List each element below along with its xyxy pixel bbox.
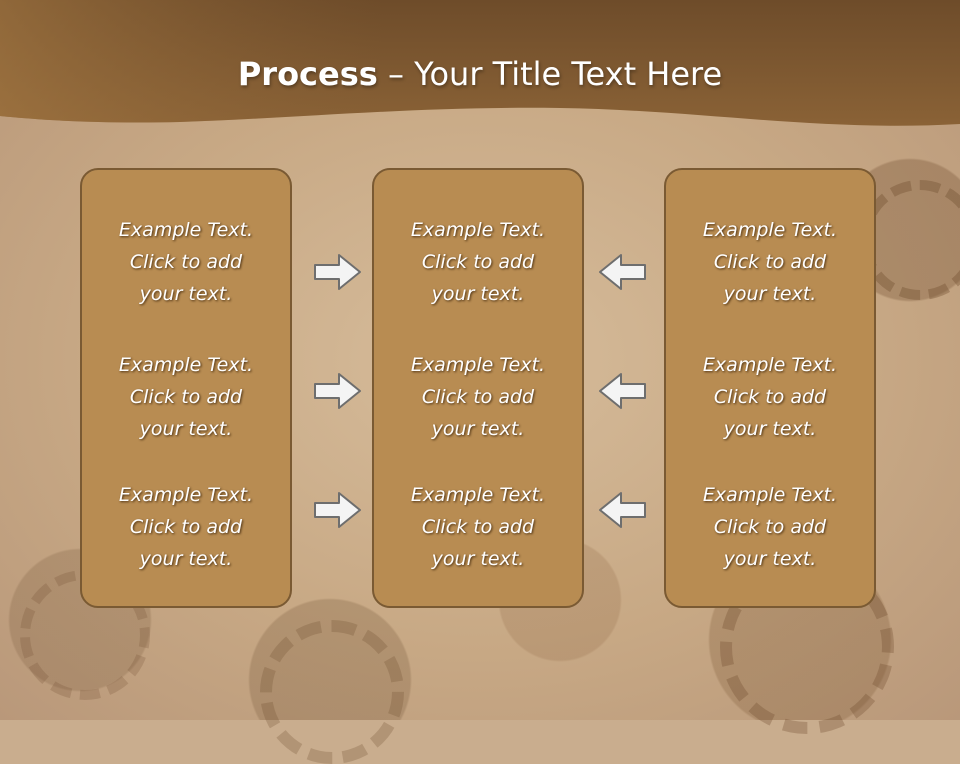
process-box-right[interactable]: Example Text. Click to add your text. Ex… [664, 168, 876, 608]
text-line: your text. [723, 283, 817, 305]
text-line: your text. [431, 418, 525, 440]
text-block[interactable]: Example Text. Click to add your text. [82, 214, 290, 310]
text-block[interactable]: Example Text. Click to add your text. [666, 479, 874, 575]
text-line: your text. [139, 418, 233, 440]
text-block[interactable]: Example Text. Click to add your text. [666, 214, 874, 310]
slide-title[interactable]: Process – Your Title Text Here [0, 52, 960, 96]
text-line: your text. [431, 548, 525, 570]
text-line: Click to add [713, 386, 827, 408]
text-line: Example Text. [118, 219, 254, 241]
title-rest: – Your Title Text Here [377, 55, 723, 93]
text-line: Click to add [713, 516, 827, 538]
arrow-right-icon [314, 254, 361, 290]
text-line: Click to add [421, 516, 535, 538]
header-banner [0, 0, 960, 126]
text-block[interactable]: Example Text. Click to add your text. [666, 349, 874, 445]
text-line: Click to add [129, 516, 243, 538]
gear-shape [260, 620, 404, 764]
process-box-left[interactable]: Example Text. Click to add your text. Ex… [80, 168, 292, 608]
process-box-center[interactable]: Example Text. Click to add your text. Ex… [372, 168, 584, 608]
text-line: Click to add [421, 251, 535, 273]
text-line: Example Text. [118, 354, 254, 376]
title-bold: Process [237, 55, 378, 93]
text-block[interactable]: Example Text. Click to add your text. [374, 479, 582, 575]
arrow-right-icon [314, 492, 361, 528]
text-line: your text. [723, 548, 817, 570]
text-line: Example Text. [702, 484, 838, 506]
text-line: Example Text. [410, 219, 546, 241]
text-line: Click to add [129, 251, 243, 273]
text-block[interactable]: Example Text. Click to add your text. [374, 349, 582, 445]
text-line: Example Text. [702, 354, 838, 376]
text-line: Click to add [713, 251, 827, 273]
text-line: Example Text. [410, 354, 546, 376]
text-line: Click to add [421, 386, 535, 408]
text-block[interactable]: Example Text. Click to add your text. [82, 479, 290, 575]
arrow-right-icon [314, 373, 361, 409]
arrow-left-icon [599, 254, 646, 290]
arrow-left-icon [599, 373, 646, 409]
text-line: Example Text. [118, 484, 254, 506]
text-line: your text. [431, 283, 525, 305]
text-line: your text. [723, 418, 817, 440]
text-block[interactable]: Example Text. Click to add your text. [82, 349, 290, 445]
text-line: Example Text. [410, 484, 546, 506]
text-line: Example Text. [702, 219, 838, 241]
arrow-left-icon [599, 492, 646, 528]
text-line: Click to add [129, 386, 243, 408]
text-line: your text. [139, 283, 233, 305]
text-line: your text. [139, 548, 233, 570]
text-block[interactable]: Example Text. Click to add your text. [374, 214, 582, 310]
